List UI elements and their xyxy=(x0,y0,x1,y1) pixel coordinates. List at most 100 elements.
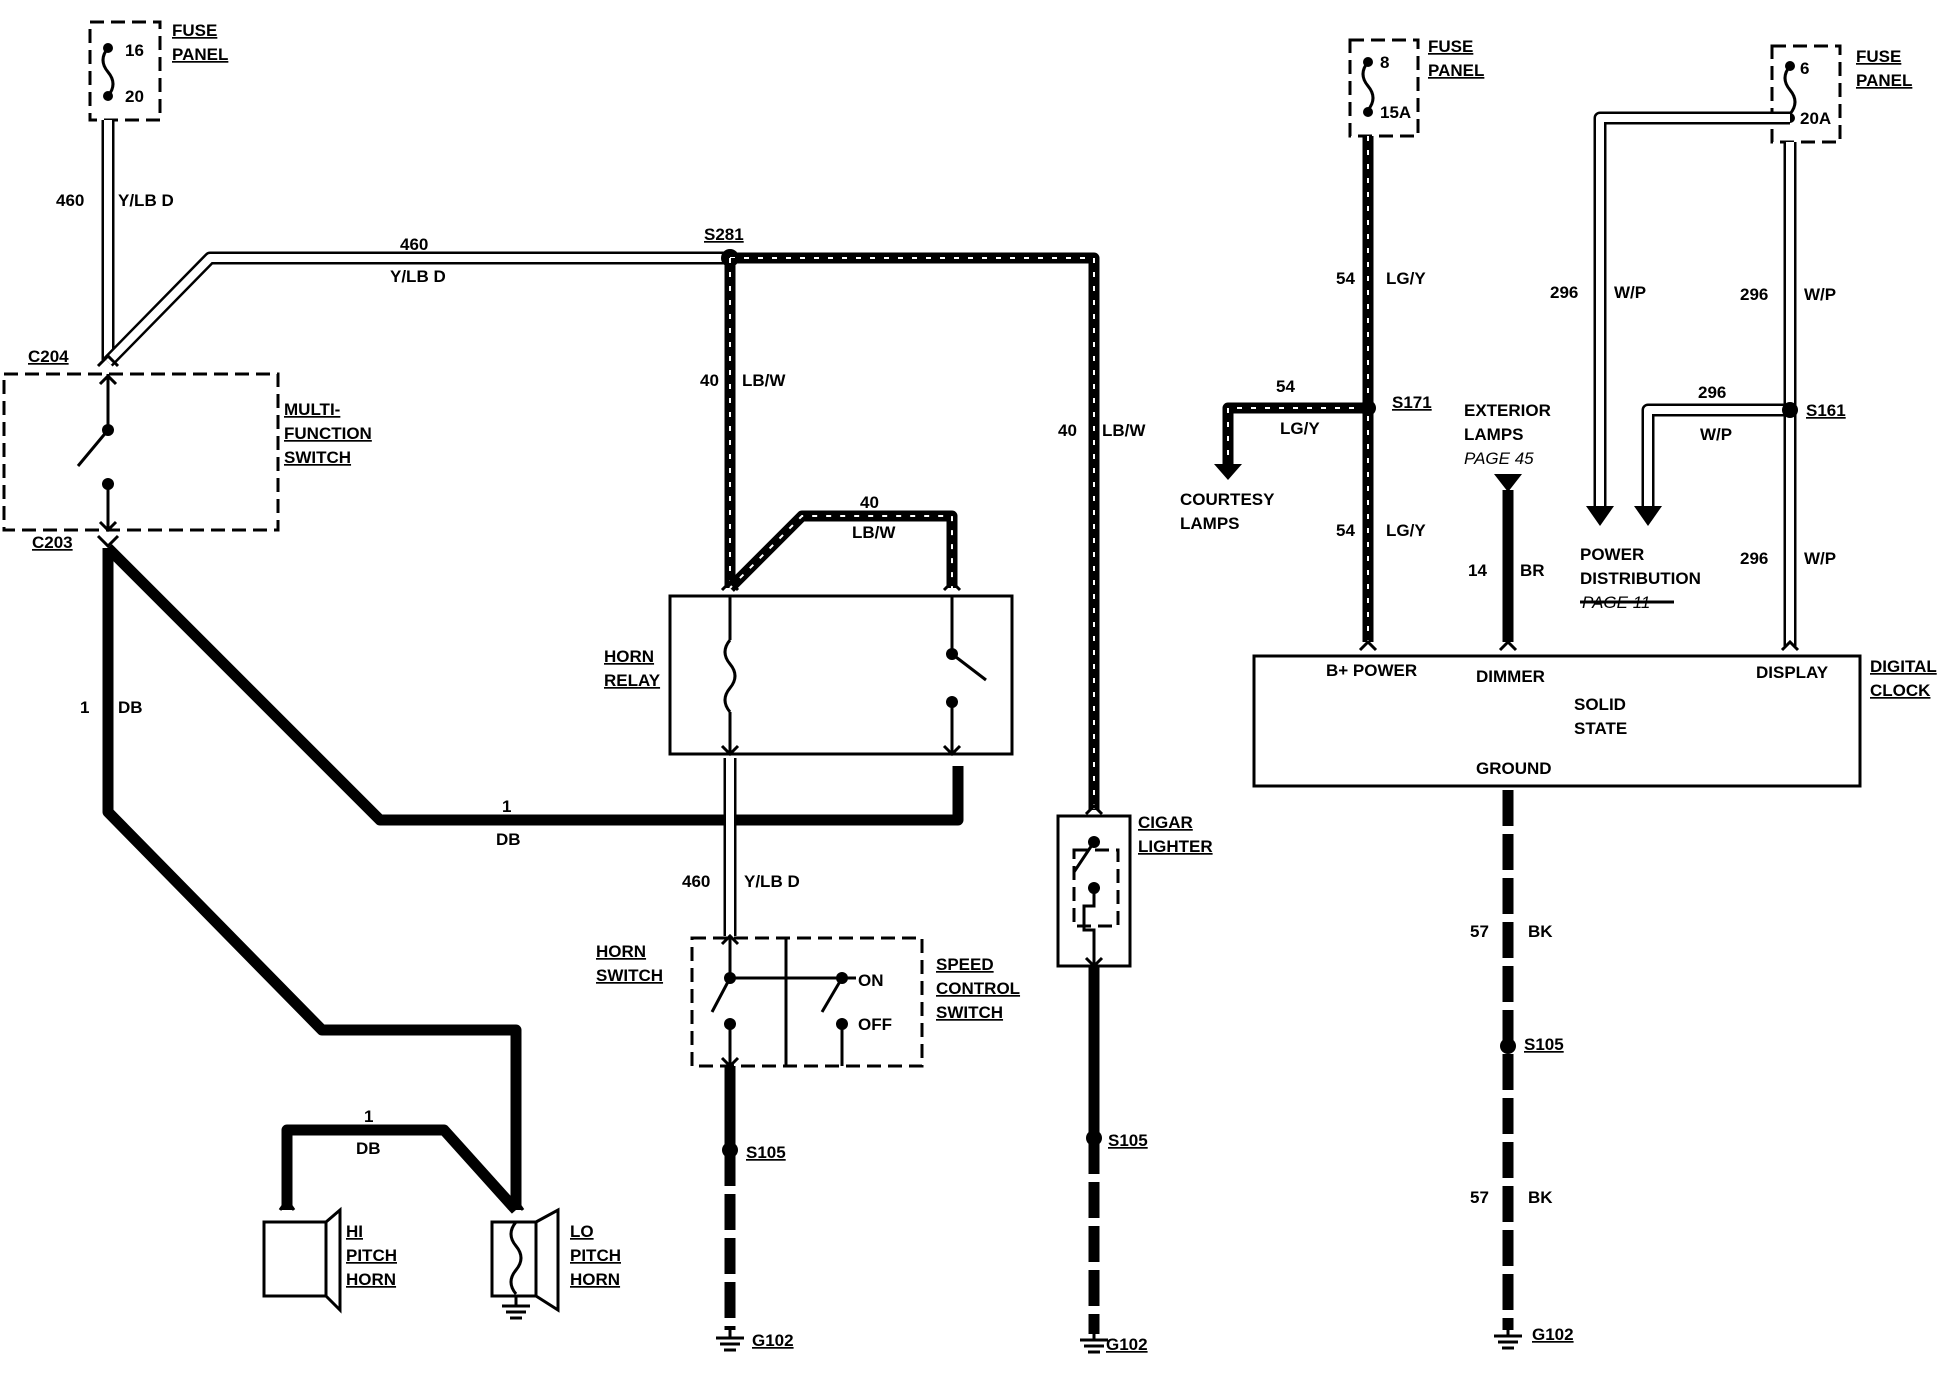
multifunction-switch xyxy=(2,372,280,533)
fuse-panel-6: 6 20A FUSE PANEL xyxy=(1770,44,1912,144)
power-distribution-label-2: DISTRIBUTION xyxy=(1580,569,1701,588)
wire-14-number: 14 xyxy=(1468,561,1487,580)
splice-s105-b: S105 xyxy=(1108,1131,1148,1150)
connector-c204-mark xyxy=(96,353,120,368)
wire-1-left-number: 1 xyxy=(80,698,89,717)
lo-pitch-label-3: HORN xyxy=(570,1270,620,1289)
speed-on-label: ON xyxy=(858,971,884,990)
hi-pitch-label-2: PITCH xyxy=(346,1246,397,1265)
wire-40-right-color: LB/W xyxy=(1102,421,1146,440)
fuse-panel-8: 8 15A FUSE PANEL xyxy=(1348,37,1484,138)
lo-pitch-label-1: LO xyxy=(570,1222,594,1241)
exterior-lamps-label-2: LAMPS xyxy=(1464,425,1524,444)
connector-c203-mark xyxy=(96,534,120,549)
horn-switch-label-2: SWITCH xyxy=(596,966,663,985)
horn-relay xyxy=(668,579,1014,757)
wire-296-c-number: 296 xyxy=(1698,383,1726,402)
splice-s105-a: S105 xyxy=(746,1143,786,1162)
wire-296-a-color: W/P xyxy=(1614,283,1646,302)
hi-pitch-horn xyxy=(262,1197,342,1314)
clock-solid-state-2: STATE xyxy=(1574,719,1627,738)
clock-dimmer: DIMMER xyxy=(1476,667,1545,686)
fuse-panel-label-line2: PANEL xyxy=(1428,61,1484,80)
fuse-number: 8 xyxy=(1380,53,1389,72)
clock-display: DISPLAY xyxy=(1756,663,1829,682)
horn-switch-label-1: HORN xyxy=(596,942,646,961)
wire-1-db xyxy=(102,544,964,1214)
splice-s171-label: S171 xyxy=(1392,393,1432,412)
wire-1-horn-color: DB xyxy=(356,1139,381,1158)
clock-solid-state-1: SOLID xyxy=(1574,695,1626,714)
digital-clock xyxy=(1252,639,1862,788)
wire-57-bk xyxy=(1494,790,1522,1350)
clock-b-power: B+ POWER xyxy=(1326,661,1417,680)
wire-296-wp xyxy=(1586,111,1797,646)
wire-54-top-number: 54 xyxy=(1336,269,1355,288)
wire-460-low-number: 460 xyxy=(682,872,710,891)
multifunction-label-3: SWITCH xyxy=(284,448,351,467)
fuse-panel-label-line1: FUSE xyxy=(1856,47,1901,66)
wire-40-lbw xyxy=(724,252,1100,810)
wire-460-number: 460 xyxy=(56,191,84,210)
horn-relay-label-1: HORN xyxy=(604,647,654,666)
speed-control-label-2: CONTROL xyxy=(936,979,1020,998)
multifunction-label-2: FUNCTION xyxy=(284,424,372,443)
cigar-lighter xyxy=(1056,803,1132,969)
wire-54-top-color: LG/Y xyxy=(1386,269,1426,288)
wire-296-b-color: W/P xyxy=(1804,285,1836,304)
wire-40-left-color: LB/W xyxy=(742,371,786,390)
ground-g102-a: G102 xyxy=(752,1331,794,1350)
fuse-number: 6 xyxy=(1800,59,1809,78)
wire-1-horn-number: 1 xyxy=(364,1107,373,1126)
splice-s281-label: S281 xyxy=(704,225,744,244)
wire-14-color: BR xyxy=(1520,561,1545,580)
fuse-panel-label-line2: PANEL xyxy=(1856,71,1912,90)
connector-c204: C204 xyxy=(28,347,69,366)
wire-296-d-number: 296 xyxy=(1740,549,1768,568)
wire-horn-ground xyxy=(716,1066,744,1352)
wire-1-mid-number: 1 xyxy=(502,797,511,816)
speed-control-label-1: SPEED xyxy=(936,955,994,974)
wire-57-a-number: 57 xyxy=(1470,922,1489,941)
courtesy-lamps-label-2: LAMPS xyxy=(1180,514,1240,533)
fuse-rating: 15A xyxy=(1380,103,1411,122)
wire-1-mid-color: DB xyxy=(496,830,521,849)
splice-s105-c: S105 xyxy=(1524,1035,1564,1054)
horn-relay-label-2: RELAY xyxy=(604,671,661,690)
wire-296-b-number: 296 xyxy=(1740,285,1768,304)
wire-40-right-number: 40 xyxy=(1058,421,1077,440)
wire-460-diag-number: 460 xyxy=(400,235,428,254)
wire-460-diag-color: Y/LB D xyxy=(390,267,446,286)
power-distribution-label-1: POWER xyxy=(1580,545,1644,564)
fuse-panel-label-line1: FUSE xyxy=(1428,37,1473,56)
wire-54-side-color: LG/Y xyxy=(1280,419,1320,438)
wire-40-relay-color: LB/W xyxy=(852,523,896,542)
wire-460-color: Y/LB D xyxy=(118,191,174,210)
wire-57-b-color: BK xyxy=(1528,1188,1553,1207)
cigar-lighter-label-1: CIGAR xyxy=(1138,813,1193,832)
speed-off-label: OFF xyxy=(858,1015,892,1034)
clock-ground: GROUND xyxy=(1476,759,1552,778)
digital-clock-label-1: DIGITAL xyxy=(1870,657,1937,676)
fuse-rating: 20A xyxy=(1800,109,1831,128)
horn-switch xyxy=(690,933,924,1069)
digital-clock-label-2: CLOCK xyxy=(1870,681,1931,700)
wire-54-low-number: 54 xyxy=(1336,521,1355,540)
wire-1-left-color: DB xyxy=(118,698,143,717)
multifunction-label-1: MULTI- xyxy=(284,400,340,419)
lo-pitch-label-2: PITCH xyxy=(570,1246,621,1265)
fuse-rating: 20 xyxy=(125,87,144,106)
connector-c203: C203 xyxy=(32,533,73,552)
fuse-panel-16: 16 20 FUSE PANEL xyxy=(88,20,228,122)
wire-296-a-number: 296 xyxy=(1550,283,1578,302)
hi-pitch-label-1: HI xyxy=(346,1222,363,1241)
splice-s171 xyxy=(1360,400,1376,416)
speed-control-label-3: SWITCH xyxy=(936,1003,1003,1022)
courtesy-lamps-label-1: COURTESY xyxy=(1180,490,1275,509)
wire-296-d-color: W/P xyxy=(1804,549,1836,568)
wire-296-c-color: W/P xyxy=(1700,425,1732,444)
fuse-panel-label-line1: FUSE xyxy=(172,21,217,40)
wire-54-lgy xyxy=(1214,136,1374,642)
wire-54-low-color: LG/Y xyxy=(1386,521,1426,540)
ground-g102-c: G102 xyxy=(1532,1325,1574,1344)
